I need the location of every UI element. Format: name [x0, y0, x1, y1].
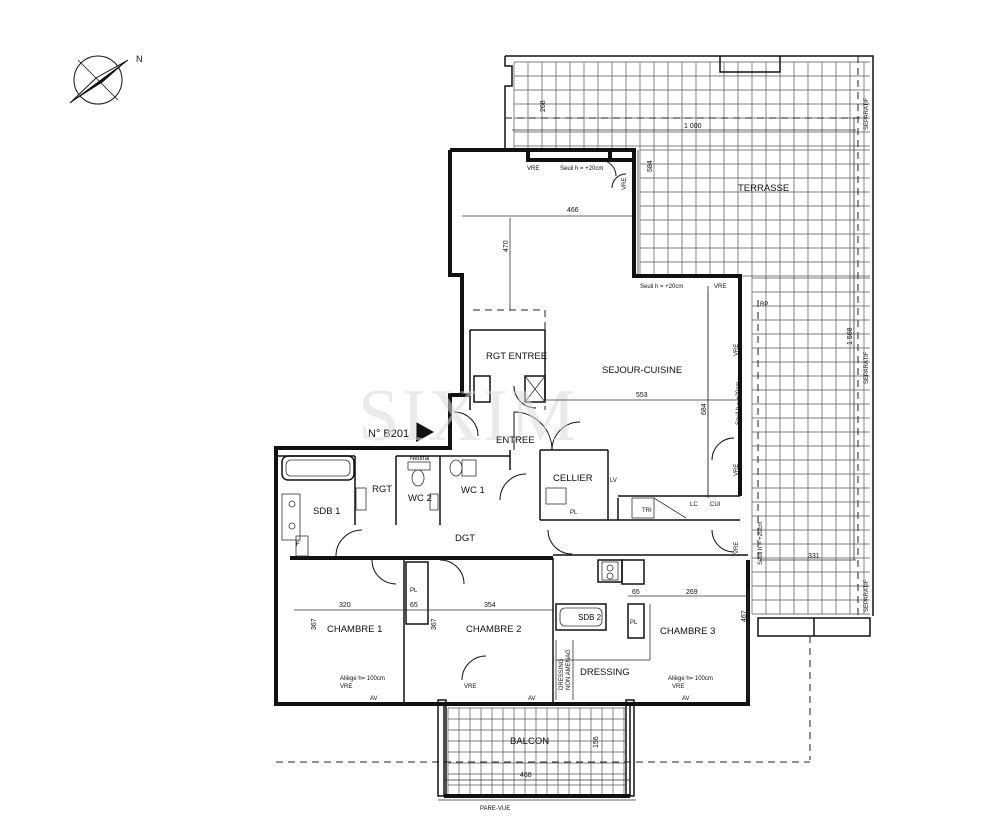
note-separatif-1: SEPARATIF [864, 97, 870, 130]
dim-65b: 65 [632, 589, 640, 596]
note-f: F [296, 542, 300, 548]
label-chambre1: CHAMBRE 1 [327, 624, 382, 635]
note-seuil-top: Seuil h = +20cm [560, 166, 603, 172]
annotations: Seuil h = +20cm Seuil h = +20cm Seuil h … [296, 97, 870, 702]
note-lv: LV [610, 478, 617, 484]
label-dressing-non-amenag-1: DRESSING [559, 658, 565, 690]
terrace-outline [504, 55, 874, 637]
compass-north-label: N [136, 54, 143, 64]
label-chambre2: CHAMBRE 2 [466, 624, 521, 635]
note-allege-2: Allège h= 100cm [668, 676, 713, 682]
dimension-labels: 1 000 268 584 466 470 553 684 1 568 331 … [311, 100, 854, 779]
label-rgt-entree: RGT ENTREE [486, 351, 547, 362]
label-dressing: DRESSING [580, 667, 630, 678]
unit-number: N° B201 [368, 428, 409, 440]
label-sdb1: SDB 1 [313, 506, 340, 517]
note-allege-1: Allège h= 100cm [340, 676, 385, 682]
note-separatif-3: SEPARATIF [864, 579, 870, 612]
dim-269: 269 [686, 589, 698, 596]
label-entree: ENTREE [496, 435, 535, 446]
dim-1568: 1 568 [847, 327, 854, 345]
note-vre-8: VRE [672, 684, 684, 690]
note-vre-5: VRE [734, 464, 740, 476]
dim-320: 320 [339, 602, 351, 609]
note-pl-2: PL [570, 510, 578, 516]
note-vre-4: VRE [734, 344, 740, 356]
note-rp: RP [760, 302, 768, 308]
label-dressing-non-amenag-2: NON AMENAG [566, 649, 572, 690]
terrace-grid [513, 61, 870, 615]
compass-icon: N [69, 54, 143, 105]
dim-468: 468 [520, 772, 532, 779]
door-swings [335, 159, 735, 681]
dimension-lines [294, 118, 856, 781]
label-sejour-cuisine: SEJOUR-CUISINE [602, 365, 682, 376]
note-cui: CUI [710, 502, 721, 508]
balcony-outline [437, 699, 636, 801]
note-vre-6: VRE [734, 542, 740, 554]
note-pl-3: PL [630, 620, 638, 626]
label-rgt: RGT [372, 484, 392, 495]
note-vre-3: VRE [714, 284, 726, 290]
note-vre-2: VRE [622, 178, 628, 190]
label-cellier: CELLIER [553, 473, 593, 484]
dim-1000: 1 000 [684, 123, 702, 130]
label-terrasse: TERRASSE [738, 183, 789, 194]
note-vre-9: VRE [340, 684, 352, 690]
dim-467: 467 [741, 610, 748, 622]
note-separatif-2: SEPARATIF [864, 351, 870, 384]
dim-553: 553 [636, 392, 648, 399]
dim-268: 268 [540, 100, 547, 112]
note-pl-1: PL [410, 588, 418, 594]
label-wc1: WC 1 [461, 485, 485, 496]
note-av-2: AV [528, 696, 536, 702]
dim-354: 354 [484, 602, 496, 609]
unit-arrow-icon [416, 422, 434, 442]
label-wc2: WC 2 [408, 493, 432, 504]
dim-367b: 367 [431, 618, 438, 630]
watermark: SIXIM [358, 375, 578, 457]
dim-156: 156 [593, 736, 600, 748]
note-vre-1: VRE [527, 166, 539, 172]
note-av-1: AV [370, 696, 378, 702]
dim-684: 684 [701, 403, 708, 415]
label-balcon: BALCON [510, 736, 549, 747]
dim-584: 584 [647, 160, 654, 172]
label-chambre3: CHAMBRE 3 [660, 626, 715, 637]
note-lc: LC [690, 502, 698, 508]
note-vre-7: VRE [464, 684, 476, 690]
dim-65a: 65 [410, 602, 418, 609]
dim-367a: 367 [311, 618, 318, 630]
dim-331: 331 [808, 553, 820, 560]
label-pare-vue: PARE-VUE [480, 806, 510, 812]
dim-466: 466 [567, 207, 579, 214]
note-seuil-mid: Seuil h = +20cm [640, 284, 683, 290]
label-dgt: DGT [455, 533, 475, 544]
note-tri: TRI [642, 508, 652, 514]
note-av-3: AV [682, 696, 690, 702]
note-seuil-side1: Seuil h = +20cm [736, 382, 742, 425]
dim-470: 470 [503, 240, 510, 252]
room-labels: TERRASSE SEJOUR-CUISINE RGT ENTREE ENTRE… [313, 183, 789, 812]
note-neutre: Neutral [410, 456, 429, 462]
label-sdb2: SDB 2 [578, 613, 602, 622]
note-seuil-side2: Seuil h = +20cm [758, 522, 764, 565]
